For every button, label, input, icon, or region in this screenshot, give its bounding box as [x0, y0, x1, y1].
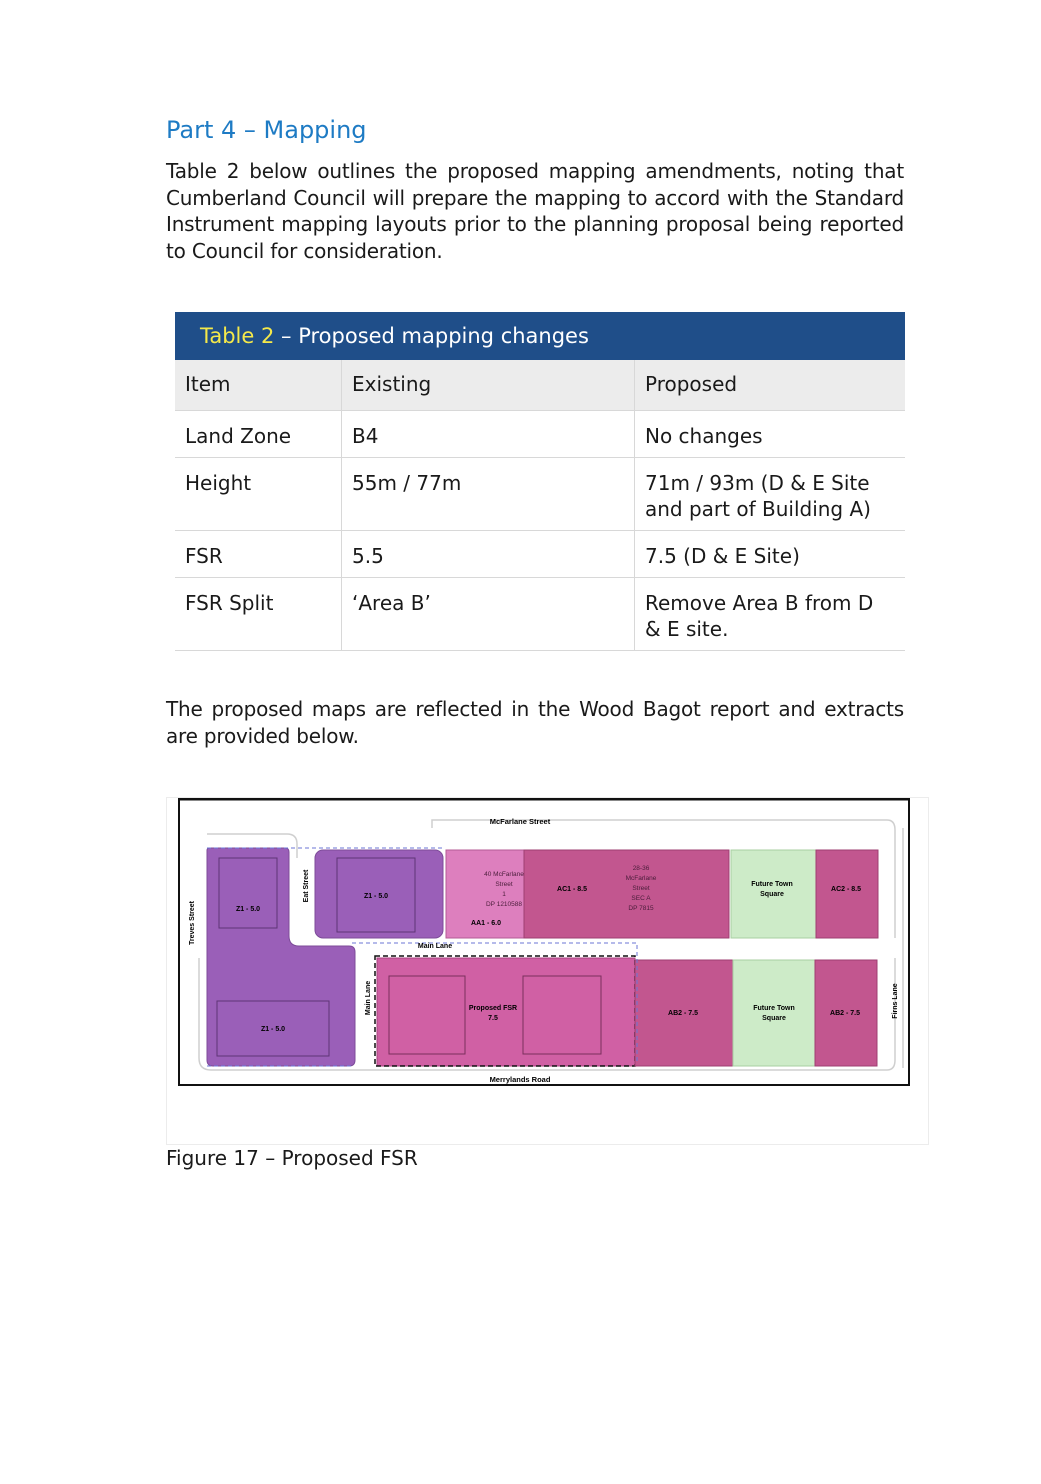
cell-existing: 5.5: [341, 530, 635, 578]
fsr-map: McFarlane Street Merrylands Road Treves …: [178, 798, 910, 1086]
building-outline: [216, 1000, 330, 1057]
header-existing: Existing: [341, 360, 635, 411]
label-ac2: AC2 - 8.5: [831, 886, 861, 893]
table-header-row: Item Existing Proposed: [175, 360, 905, 411]
cell-item: Height: [175, 457, 342, 531]
table-title-text: – Proposed mapping changes: [274, 324, 589, 348]
cell-existing: ‘Area B’: [341, 577, 635, 651]
table-row: FSR Split ‘Area B’ Remove Area B from D …: [175, 577, 905, 651]
cell-proposed: 71m / 93m (D & E Site and part of Buildi…: [634, 457, 905, 531]
label-ac1-sec: SEC A: [631, 895, 651, 902]
label-ac1-street: Street: [632, 885, 650, 892]
cell-existing: B4: [341, 410, 635, 458]
label-aa1-address: 40 McFarlane: [484, 871, 524, 878]
label-mcfarlane: McFarlane Street: [490, 817, 551, 826]
fsr-map-figure: McFarlane Street Merrylands Road Treves …: [166, 797, 929, 1145]
label-z1-left: Z1 - 5.0: [236, 906, 260, 913]
header-item: Item: [175, 360, 342, 411]
label-main-lane: Main Lane: [418, 943, 452, 950]
table-row: FSR 5.5 7.5 (D & E Site): [175, 530, 905, 578]
table-title: Table 2 – Proposed mapping changes: [175, 312, 905, 360]
road-outline-bottom: [198, 958, 896, 1071]
label-firns-lane: Firns Lane: [892, 983, 899, 1019]
label-proposed-fsr: Proposed FSR: [469, 1005, 517, 1012]
label-future-bottom-2: Square: [762, 1015, 786, 1022]
label-ab2-right: AB2 - 7.5: [830, 1010, 860, 1017]
table-row: Height 55m / 77m 71m / 93m (D & E Site a…: [175, 457, 905, 531]
label-ab2-left: AB2 - 7.5: [668, 1010, 698, 1017]
zone-aa1: [445, 849, 525, 939]
cell-existing: 55m / 77m: [341, 457, 635, 531]
zone-ab2-right: [814, 959, 878, 1067]
mapping-changes-table: Table 2 – Proposed mapping changes Item …: [175, 312, 905, 651]
zone-proposed-fsr: [376, 957, 636, 1067]
zone-ac1: [523, 849, 730, 939]
label-treves: Treves Street: [189, 900, 196, 945]
label-ac1-mcfarlane: McFarlane: [626, 875, 657, 882]
zone-ab2-left: [634, 959, 734, 1067]
road-outline-top: [207, 819, 896, 938]
label-aa1-lot: 1: [502, 891, 506, 898]
label-merrylands: Merrylands Road: [490, 1075, 551, 1084]
zone-future-square-bottom: [732, 959, 816, 1067]
section-heading: Part 4 – Mapping: [166, 116, 367, 144]
label-z1-left-bottom: Z1 - 5.0: [261, 1026, 285, 1033]
area-boundary: [207, 847, 638, 1067]
figure-caption: Figure 17 – Proposed FSR: [166, 1146, 418, 1170]
cell-proposed: No changes: [634, 410, 905, 458]
table-number: Table 2: [200, 324, 275, 348]
building-outline: [522, 975, 602, 1055]
zone-ac2: [815, 849, 879, 939]
label-future-bottom-1: Future Town: [753, 1005, 794, 1012]
label-aa1: AA1 - 6.0: [471, 920, 501, 927]
label-proposed-fsr-value: 7.5: [488, 1015, 498, 1022]
zone-z1-mid: [314, 849, 444, 939]
label-aa1-dp: DP 1210588: [486, 901, 522, 908]
label-ac1-address: 28-36: [633, 865, 650, 872]
intro-paragraph: Table 2 below outlines the proposed mapp…: [166, 159, 904, 263]
label-ac1-dp: DP 7815: [628, 905, 654, 912]
building-outline: [388, 975, 466, 1055]
building-outline: [218, 857, 278, 929]
label-main-lane-vertical: Main Lane: [365, 981, 372, 1015]
cell-item: Land Zone: [175, 410, 342, 458]
cell-proposed: 7.5 (D & E Site): [634, 530, 905, 578]
label-z1-mid: Z1 - 5.0: [364, 893, 388, 900]
outro-paragraph: The proposed maps are reflected in the W…: [166, 697, 904, 748]
cell-proposed: Remove Area B from D & E site.: [634, 577, 905, 651]
header-proposed: Proposed: [634, 360, 905, 411]
label-aa1-street: Street: [495, 881, 513, 888]
label-ac1: AC1 - 8.5: [557, 886, 587, 893]
table-row: Land Zone B4 No changes: [175, 410, 905, 458]
label-future-top-1: Future Town: [751, 881, 792, 888]
cell-item: FSR Split: [175, 577, 342, 651]
building-outline: [336, 857, 416, 933]
label-eat-street: Eat Street: [303, 869, 310, 902]
cell-item: FSR: [175, 530, 342, 578]
label-future-top-2: Square: [760, 891, 784, 898]
zone-future-square-top: [730, 849, 817, 939]
